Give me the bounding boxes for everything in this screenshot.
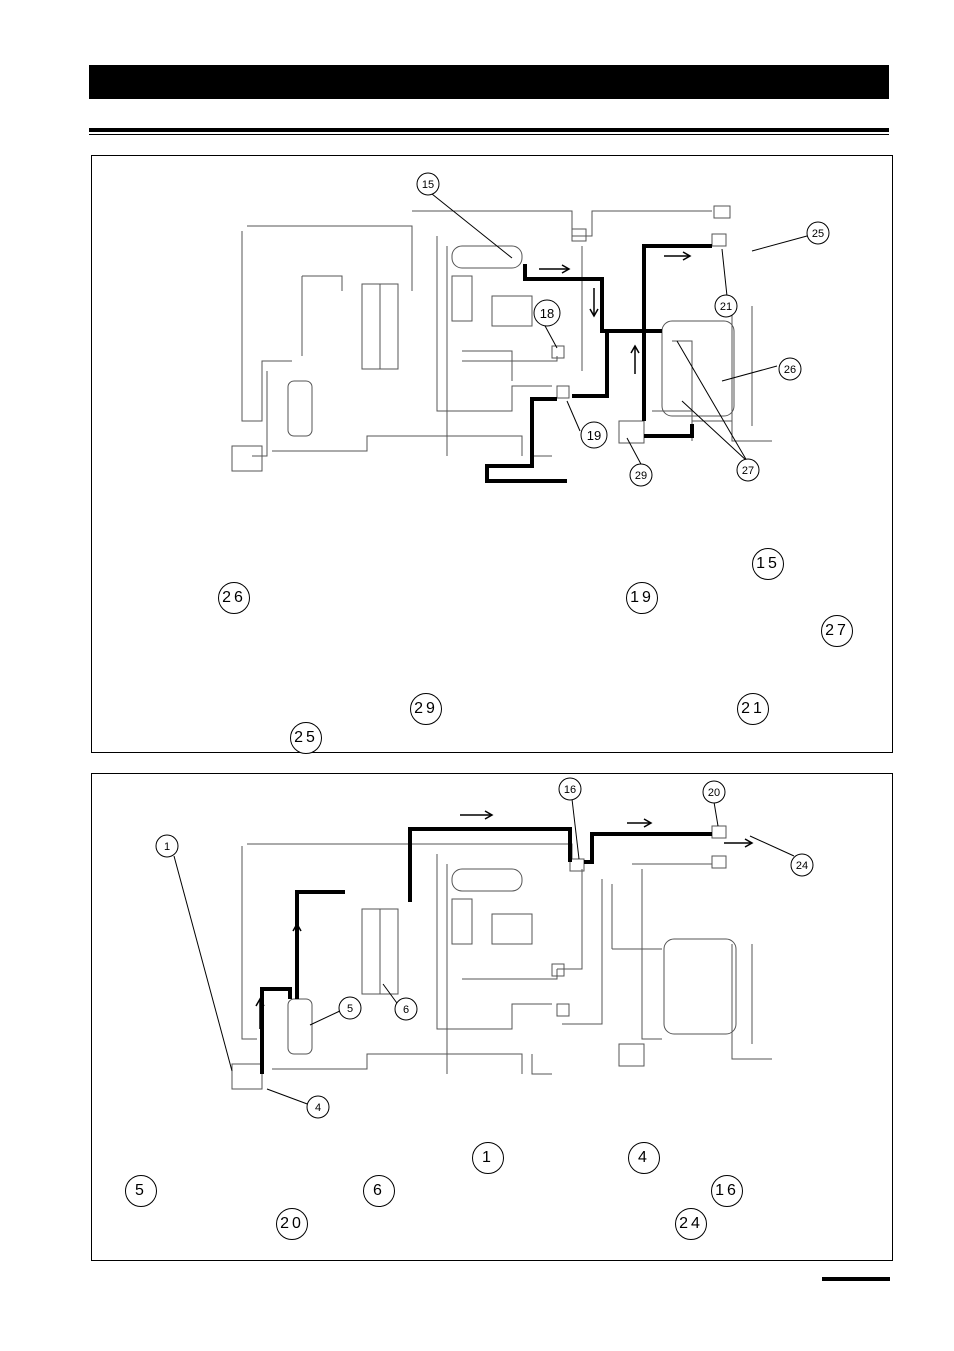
label-18: 18 (540, 306, 554, 321)
diagram-panel-bottom: 16 20 24 1 4 5 6 1 4 5 6 16 20 24 (91, 773, 893, 1261)
label-26: 26 (784, 364, 796, 376)
label-19: 19 (587, 428, 601, 443)
callout-16: 16 (711, 1175, 743, 1207)
diagram-panel-top: 15 25 18 21 26 19 29 27 15 26 19 27 29 2… (91, 155, 893, 754)
label-6: 6 (403, 1004, 409, 1016)
callout-24: 24 (675, 1208, 707, 1240)
callout-5: 5 (125, 1175, 157, 1207)
label-27: 27 (742, 465, 754, 477)
label-1: 1 (164, 841, 170, 853)
callout-21: 21 (737, 693, 769, 725)
header-rule-thin (89, 134, 889, 135)
header-bar (89, 65, 889, 99)
callout-20: 20 (276, 1208, 308, 1240)
callout-15: 15 (752, 548, 784, 580)
label-15: 15 (422, 179, 434, 191)
flow-diagram-bottom: 16 20 24 1 4 5 6 (155, 777, 814, 1119)
label-29: 29 (635, 470, 647, 482)
callout-19: 19 (626, 582, 658, 614)
label-21: 21 (720, 301, 732, 313)
label-24: 24 (796, 860, 808, 872)
callout-27: 27 (821, 615, 853, 647)
callout-29: 29 (410, 693, 442, 725)
label-20: 20 (708, 787, 720, 799)
flow-diagram-top: 15 25 18 21 26 19 29 27 (231, 172, 830, 487)
label-4: 4 (315, 1102, 321, 1114)
callout-1: 1 (472, 1142, 504, 1174)
callout-26: 26 (218, 582, 250, 614)
header-rule-thick (89, 128, 889, 132)
callout-25: 25 (290, 722, 322, 754)
label-16: 16 (564, 784, 576, 796)
callout-4: 4 (628, 1142, 660, 1174)
label-5: 5 (347, 1003, 353, 1015)
callout-6: 6 (363, 1175, 395, 1207)
diagram-top-labels: 15 25 18 21 26 19 29 27 (416, 172, 830, 487)
page-footer-mark (822, 1277, 890, 1281)
label-25: 25 (812, 228, 824, 240)
diagram-bottom-labels: 16 20 24 1 4 5 6 (155, 777, 814, 1119)
